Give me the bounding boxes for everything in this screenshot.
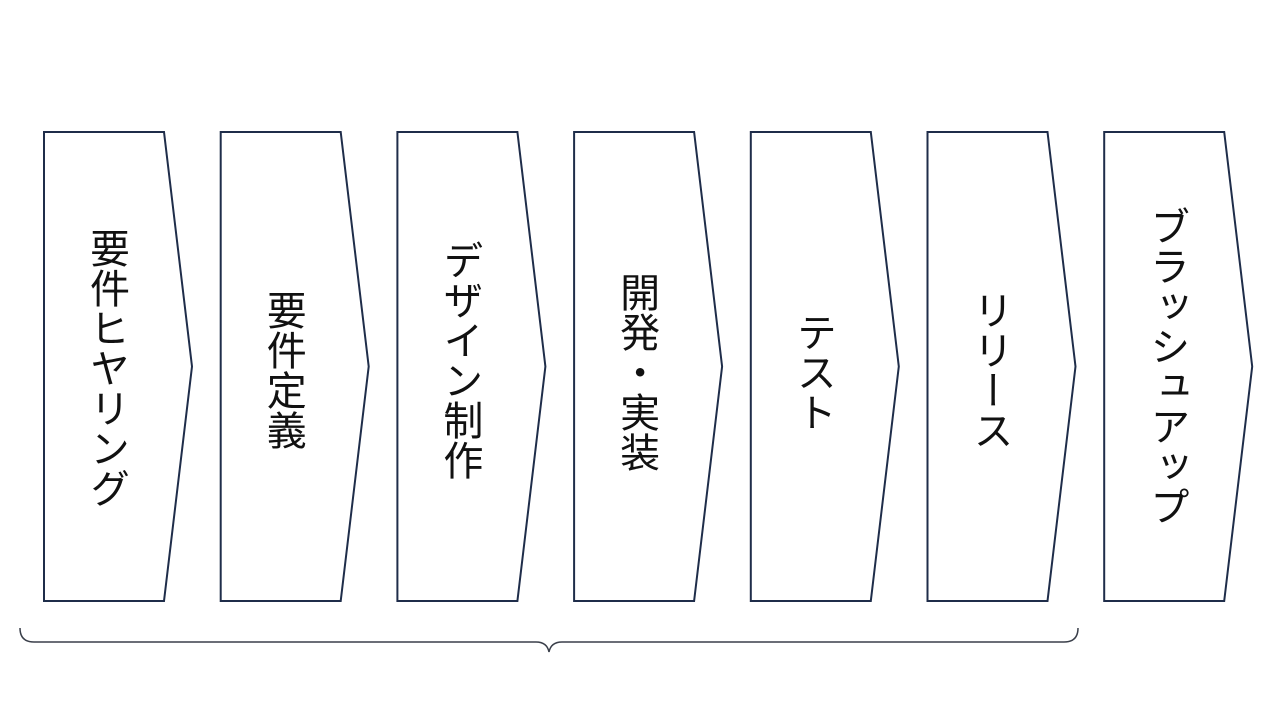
step-chevron-shape xyxy=(43,131,194,602)
process-step: 要件定義 xyxy=(219,131,370,602)
step-label: 開発・実装 xyxy=(613,272,659,472)
process-step: デザイン制作 xyxy=(396,131,547,602)
process-step: 要件ヒヤリング xyxy=(43,131,194,602)
process-step: リリース xyxy=(926,131,1077,602)
step-label: ブラッシュアップ xyxy=(1143,206,1189,526)
step-label: 要件ヒヤリング xyxy=(83,228,129,508)
process-step: テスト xyxy=(749,131,900,602)
process-steps: 要件ヒヤリング 要件定義 デザイン制作 開発・実装 テスト リリース ブラッシュアップ xyxy=(43,131,1254,602)
step-chevron-shape xyxy=(219,131,370,602)
step-chevron-shape xyxy=(396,131,547,602)
step-chevron-shape xyxy=(573,131,724,602)
step-label: 要件定義 xyxy=(260,290,306,450)
step-label: リリース xyxy=(967,290,1013,450)
process-step: 開発・実装 xyxy=(573,131,724,602)
step-chevron-shape xyxy=(926,131,1077,602)
grouping-brace xyxy=(19,627,1079,653)
step-label: テスト xyxy=(790,312,836,432)
step-chevron-shape xyxy=(1103,131,1254,602)
step-chevron-shape xyxy=(749,131,900,602)
step-label: デザイン制作 xyxy=(436,240,482,480)
process-step: ブラッシュアップ xyxy=(1103,131,1254,602)
